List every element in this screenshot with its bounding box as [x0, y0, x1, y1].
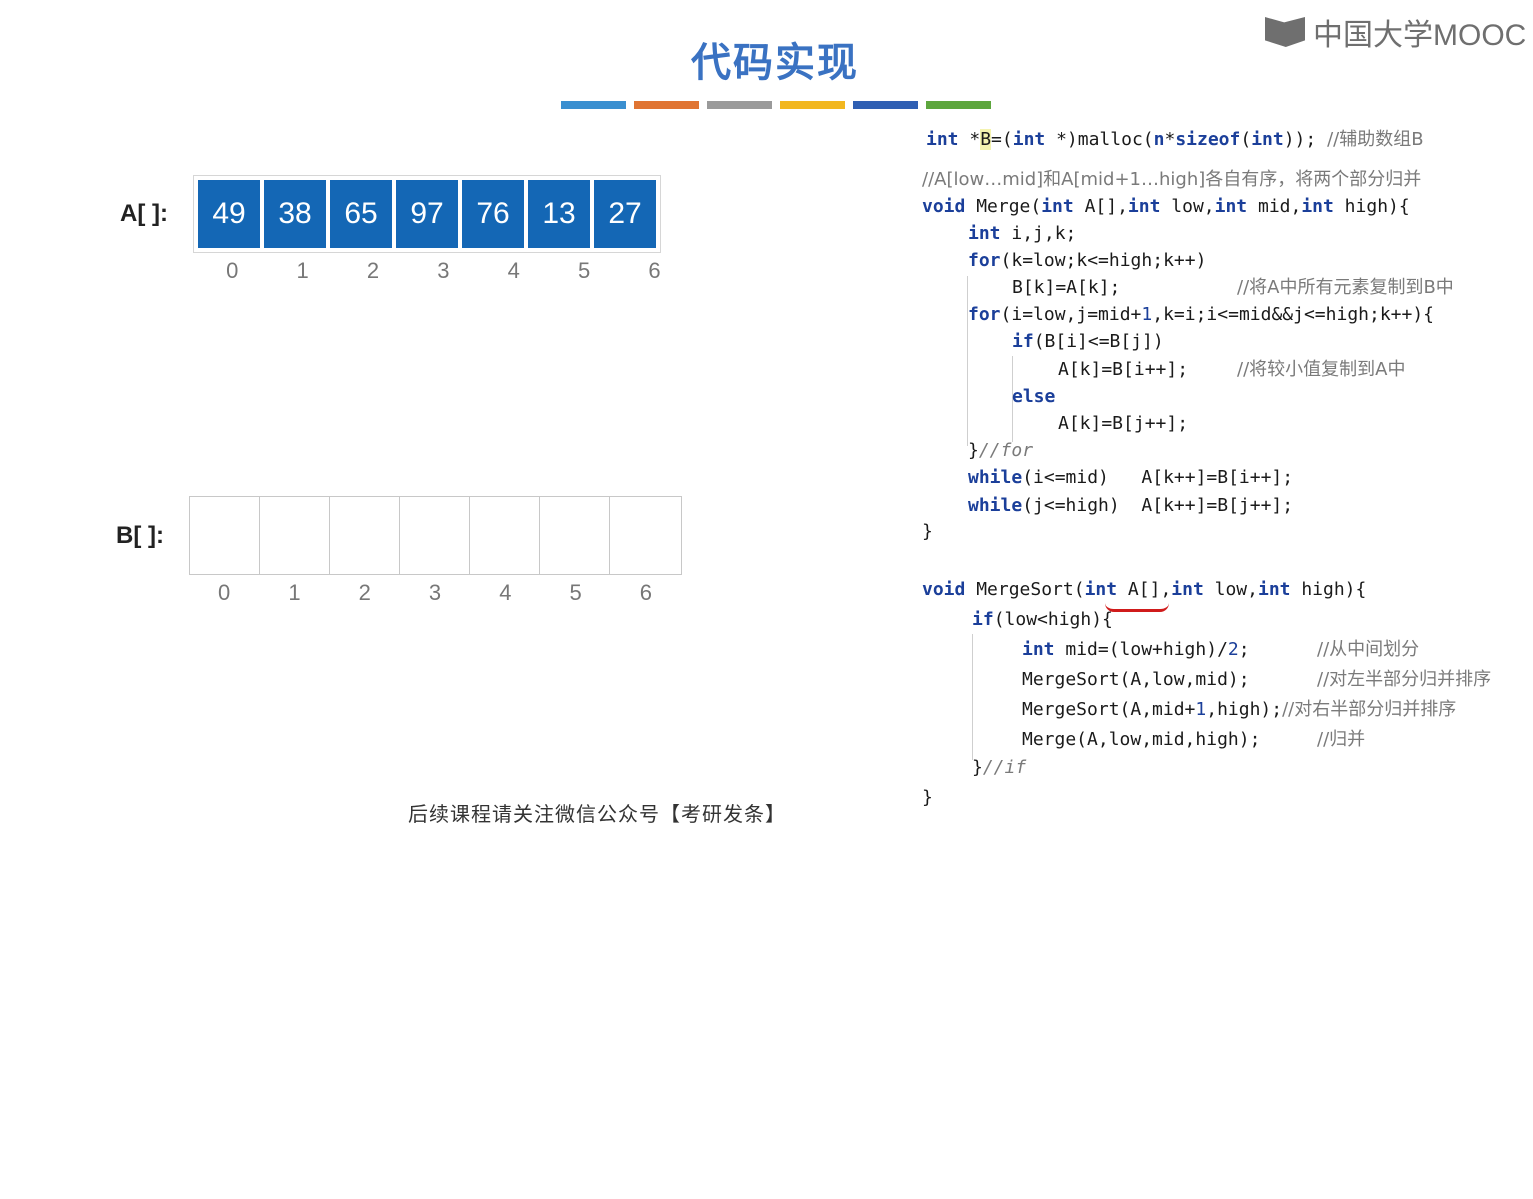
array-index: 5 [578, 258, 591, 283]
code-line: int i,j,k; [968, 223, 1077, 244]
array-index: 2 [358, 580, 371, 605]
array-index: 0 [226, 258, 239, 283]
array-a-cell: 65 [330, 180, 392, 248]
code-line: for(k=low;k<=high;k++) [968, 250, 1207, 271]
code-line: if(low<high){ [972, 609, 1113, 630]
array-b-cell [400, 497, 470, 574]
code-line: for(i=low,j=mid+1,k=i;i<=mid&&j<=high;k+… [968, 304, 1435, 325]
logo-text: 中国大学MOOC [1313, 19, 1527, 52]
array-b-cell [610, 497, 681, 574]
indent-guide [1012, 356, 1013, 442]
array-index: 6 [639, 580, 653, 605]
array-a-cell: 76 [462, 180, 524, 248]
mooc-book-icon [1265, 13, 1307, 51]
array-b-cell [190, 497, 260, 574]
code-line: while(j<=high) A[k++]=B[j++]; [968, 495, 1294, 516]
array-a-cell: 97 [396, 180, 458, 248]
code-listing: int *B=(int *)malloc(n*sizeof(int)); //辅… [922, 128, 1533, 1199]
array-index: 3 [428, 580, 442, 605]
code-line: while(i<=mid) A[k++]=B[i++]; [968, 467, 1294, 488]
array-a-cell: 38 [264, 180, 326, 248]
color-bar-segment [926, 101, 991, 109]
code-line: MergeSort(A,mid+1,high);//对右半部分归并排序 [1022, 699, 1457, 720]
array-a-cell: 49 [198, 180, 260, 248]
code-comment: //从中间划分 [1317, 639, 1420, 660]
code-line: A[k]=B[i++]; [1058, 359, 1189, 380]
code-line: if(B[i]<=B[j]) [1012, 331, 1164, 352]
array-index: 2 [366, 258, 380, 283]
array-a-label: A[ ]: [120, 200, 168, 227]
code-comment: //A[low…mid]和A[mid+1…high]各自有序，将两个部分归并 [922, 169, 1422, 190]
annotation-underline [1105, 603, 1169, 612]
array-index: 1 [296, 258, 309, 283]
code-line: A[k]=B[j++]; [1058, 413, 1189, 434]
array-index: 0 [218, 580, 231, 605]
footer-notice: 后续课程请关注微信公众号【考研发条】 [408, 802, 786, 826]
code-comment: //将较小值复制到A中 [1237, 359, 1406, 380]
code-line: int *B=(int *)malloc(n*sizeof(int)); //辅… [926, 129, 1424, 150]
mooc-logo: 中国大学MOOC [1265, 10, 1526, 54]
color-bar-segment [634, 101, 699, 109]
code-line: int mid=(low+high)/2; [1022, 639, 1250, 660]
array-b [189, 496, 682, 575]
array-b-cell [260, 497, 330, 574]
code-line: void MergeSort(int A[],int low,int high)… [922, 579, 1367, 600]
array-a-cell: 13 [528, 180, 590, 248]
array-index: 4 [499, 580, 512, 605]
code-line: } [922, 787, 933, 808]
code-comment: //对左半部分归并排序 [1317, 669, 1492, 690]
indent-guide [972, 634, 973, 760]
code-line: } [922, 521, 933, 542]
code-line: void Merge(int A[],int low,int mid,int h… [922, 196, 1410, 217]
title-color-bar [561, 101, 991, 109]
code-line: B[k]=A[k]; [1012, 277, 1121, 298]
array-a-indices: 0 1 2 3 4 5 6 [197, 258, 690, 284]
array-a: 49 38 65 97 76 13 27 [193, 175, 661, 253]
array-b-cell [470, 497, 540, 574]
array-index: 6 [648, 258, 661, 283]
code-line: MergeSort(A,low,mid); [1022, 669, 1250, 690]
slide-title: 代码实现 [691, 40, 859, 86]
code-line: }//if [972, 757, 1027, 778]
color-bar-segment [707, 101, 772, 109]
array-index: 5 [569, 580, 582, 605]
code-comment: //将A中所有元素复制到B中 [1237, 277, 1454, 298]
color-bar-segment [780, 101, 845, 109]
array-index: 4 [507, 258, 520, 283]
code-comment: //归并 [1317, 729, 1366, 750]
code-line: Merge(A,low,mid,high); [1022, 729, 1261, 750]
array-index: 1 [288, 580, 301, 605]
indent-guide [967, 276, 968, 446]
array-b-label: B[ ]: [116, 522, 164, 549]
array-a-cell: 27 [594, 180, 656, 248]
array-b-cell [540, 497, 610, 574]
color-bar-segment [853, 101, 918, 109]
code-line: else [1012, 386, 1056, 407]
array-b-cell [330, 497, 400, 574]
array-index: 3 [437, 258, 450, 283]
code-line: }//for [968, 440, 1034, 461]
array-b-indices: 0 1 2 3 4 5 6 [189, 580, 681, 606]
color-bar-segment [561, 101, 626, 109]
